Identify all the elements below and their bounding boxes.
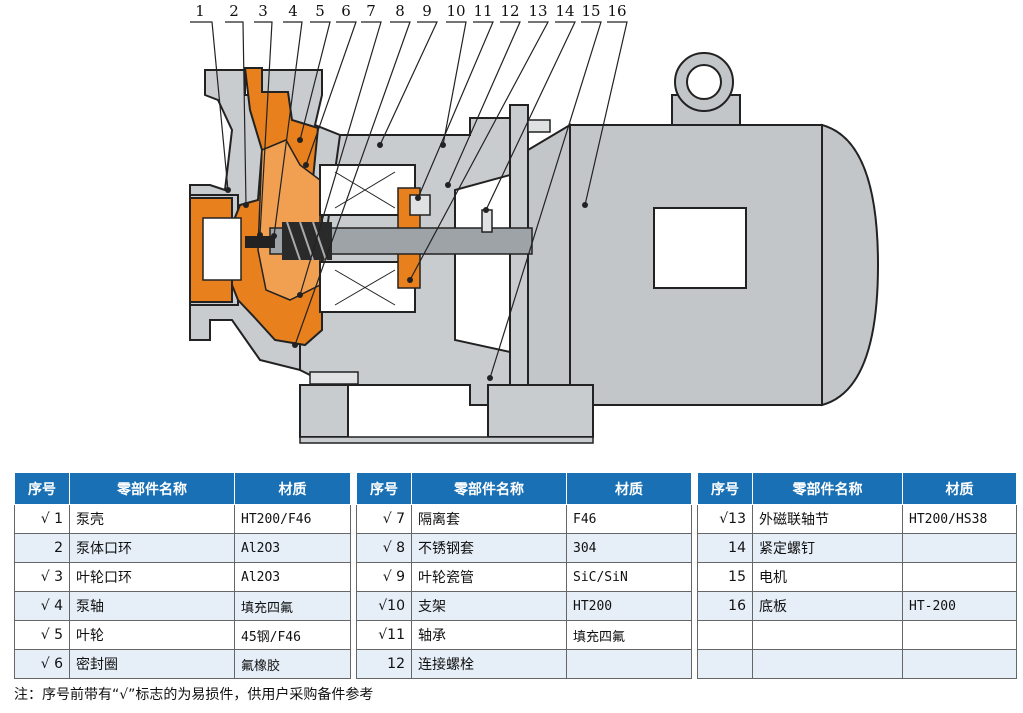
cell-mat: HT-200 [902, 591, 1017, 621]
callout-3: 3 [258, 2, 268, 20]
cell-mat [902, 649, 1017, 679]
callout-11: 11 [473, 2, 492, 20]
cell-seq: 14 [697, 533, 753, 563]
cell-name: 不锈钢套 [411, 533, 567, 563]
cell-seq: √ 9 [356, 562, 412, 592]
footnote: 注：序号前带有“√”标志的为易损件，供用户采购备件参考 [14, 687, 374, 703]
cell-mat [566, 649, 692, 679]
callout-dots [225, 137, 588, 381]
cell-name: 连接螺栓 [411, 649, 567, 679]
callout-numbers: 1 2 3 4 5 6 7 8 9 10 11 12 13 14 15 16 [195, 2, 626, 20]
cell-seq: √ 1 [14, 504, 70, 534]
callout-8: 8 [395, 2, 405, 20]
cell-mat: HT200/HS38 [902, 504, 1017, 534]
cell-name: 密封圈 [69, 649, 235, 679]
callout-15: 15 [581, 2, 600, 20]
cell-name: 支架 [411, 591, 567, 621]
cell-seq: √11 [356, 620, 412, 650]
cell-seq [697, 620, 753, 650]
cell-mat: F46 [566, 504, 692, 534]
cell-mat: HT200 [566, 591, 692, 621]
motor [527, 52, 880, 407]
cell-name: 叶轮瓷管 [411, 562, 567, 592]
cell-seq: 16 [697, 591, 753, 621]
header-name: 零部件名称 [752, 472, 903, 505]
cell-name: 泵体口环 [69, 533, 235, 563]
cell-seq: 2 [14, 533, 70, 563]
table-header: 序号 零部件名称 材质 序号 零部件名称 材质 序号 零部件名称 材质 [14, 472, 1017, 505]
cell-name: 外磁联轴节 [752, 504, 903, 534]
cell-name [752, 649, 903, 679]
header-seq: 序号 [697, 472, 753, 505]
callout-6: 6 [341, 2, 351, 20]
cell-seq: √ 7 [356, 504, 412, 534]
cell-name: 电机 [752, 562, 903, 592]
cell-name: 泵轴 [69, 591, 235, 621]
header-name: 零部件名称 [69, 472, 235, 505]
cell-mat: HT200/F46 [234, 504, 351, 534]
cell-seq: 12 [356, 649, 412, 679]
callout-1: 1 [195, 2, 205, 20]
cell-seq: √ 4 [14, 591, 70, 621]
callout-14: 14 [555, 2, 574, 20]
pump-cross-section-diagram: 1 2 3 4 5 6 7 8 9 10 11 12 13 14 15 16 [189, 2, 880, 444]
cell-seq: √ 3 [14, 562, 70, 592]
set-screw [481, 209, 493, 233]
header-material: 材质 [566, 472, 692, 505]
cell-name [752, 620, 903, 650]
cell-mat [902, 620, 1017, 650]
cell-mat: SiC/SiN [566, 562, 692, 592]
cell-name: 泵壳 [69, 504, 235, 534]
header-name: 零部件名称 [411, 472, 567, 505]
callout-7: 7 [366, 2, 376, 20]
cell-mat: 填充四氟 [566, 620, 692, 650]
callout-13: 13 [528, 2, 547, 20]
cell-seq: √13 [697, 504, 753, 534]
cell-mat: Al2O3 [234, 533, 351, 563]
cell-mat: 45钢/F46 [234, 620, 351, 650]
cell-seq [697, 649, 753, 679]
cell-seq: √ 8 [356, 533, 412, 563]
cell-mat [902, 533, 1017, 563]
callout-9: 9 [422, 2, 432, 20]
cell-name: 轴承 [411, 620, 567, 650]
cell-mat: Al2O3 [234, 562, 351, 592]
cell-name: 叶轮口环 [69, 562, 235, 592]
header-material: 材质 [902, 472, 1017, 505]
callout-16: 16 [607, 2, 626, 20]
callout-5: 5 [315, 2, 325, 20]
callout-4: 4 [288, 2, 298, 20]
cell-name: 紧定螺钉 [752, 533, 903, 563]
callout-2: 2 [229, 2, 239, 20]
cell-seq: √ 6 [14, 649, 70, 679]
cell-name: 底板 [752, 591, 903, 621]
cell-mat [902, 562, 1017, 592]
cell-seq: √ 5 [14, 620, 70, 650]
cell-seq: 15 [697, 562, 753, 592]
callout-10: 10 [446, 2, 465, 20]
header-seq: 序号 [356, 472, 412, 505]
cell-mat: 填充四氟 [234, 591, 351, 621]
cell-mat: 氟橡胶 [234, 649, 351, 679]
leader-lines [190, 21, 628, 379]
cell-mat: 304 [566, 533, 692, 563]
callout-12: 12 [500, 2, 519, 20]
header-seq: 序号 [14, 472, 70, 505]
cell-name: 叶轮 [69, 620, 235, 650]
cell-seq: √10 [356, 591, 412, 621]
cell-name: 隔离套 [411, 504, 567, 534]
header-material: 材质 [234, 472, 351, 505]
